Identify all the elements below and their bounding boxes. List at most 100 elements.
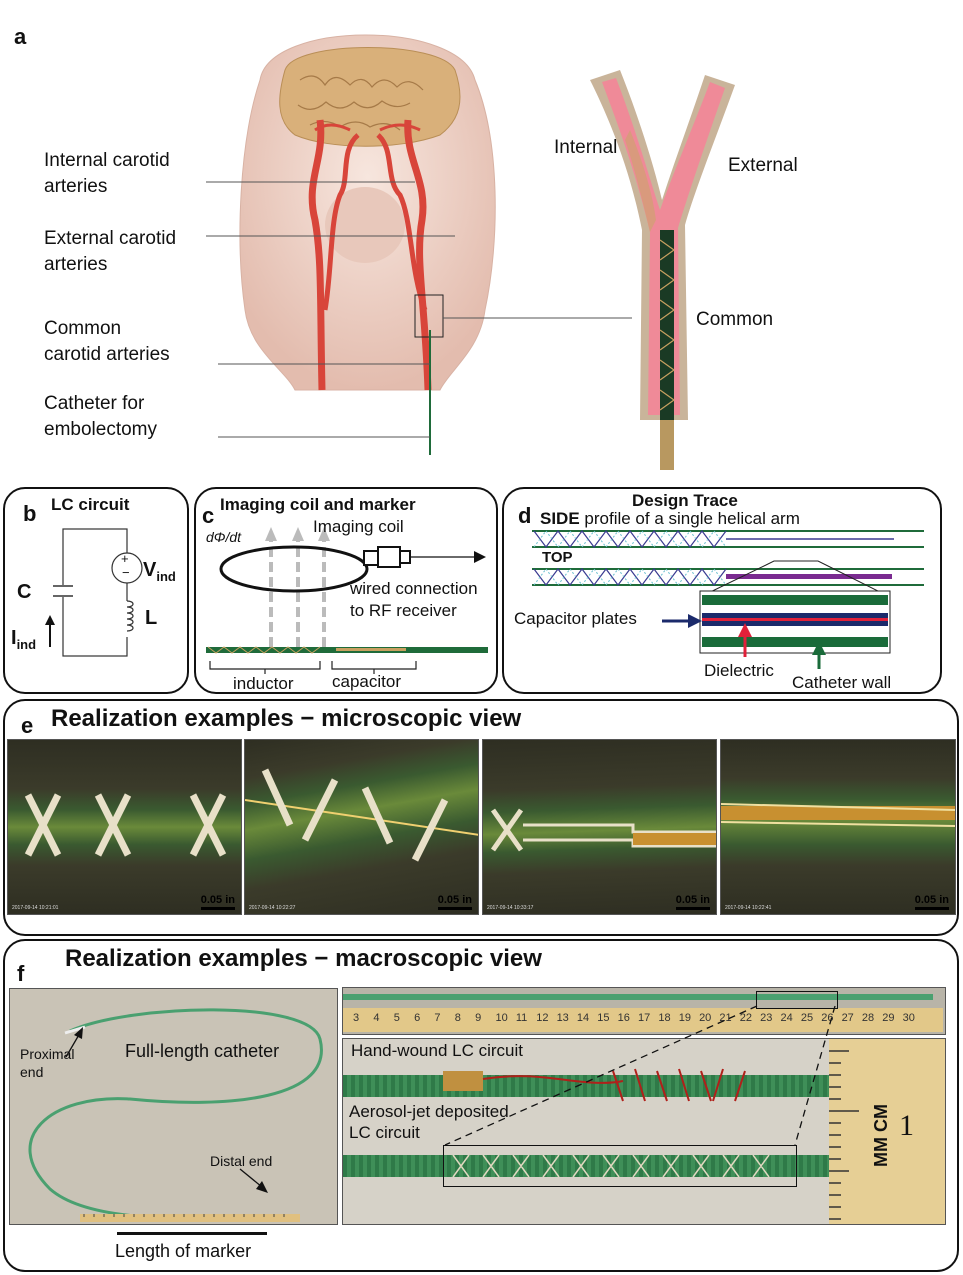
inset-label-internal: Internal — [554, 137, 618, 158]
panel-a-label: a — [14, 24, 27, 49]
ruler-catheter — [343, 994, 933, 1000]
capacitor-label: capacitor — [332, 672, 401, 691]
microscope-photo-2: 2017-09-14 10:22:27 0.05 in — [244, 739, 479, 915]
ruler-number: 13 — [556, 1012, 569, 1024]
full-length-catheter-label: Full-length catheter — [125, 1041, 280, 1061]
ruler-number: 29 — [882, 1012, 895, 1024]
i-symbol: I — [11, 627, 17, 649]
panel-d-title: Design Trace — [632, 491, 738, 510]
closeup-ruler-ticks — [829, 1050, 859, 1220]
ruler-number: 3 — [353, 1012, 360, 1024]
panel-f: f Realization examples − macroscopic vie… — [3, 939, 959, 1272]
ruler-number: 4 — [373, 1012, 380, 1024]
design-trace-diagram — [532, 530, 924, 669]
helix-photo-4 — [721, 803, 955, 827]
zoom-connector-lines — [444, 1005, 836, 1146]
v-subscript: ind — [156, 569, 176, 584]
inset-label-common: Common — [696, 309, 774, 330]
panel-c-label: c — [202, 503, 215, 528]
ruler-number: 19 — [678, 1012, 691, 1024]
closeup-ruler-number: 1 — [899, 1109, 914, 1142]
helix-photo-3 — [490, 808, 716, 852]
panel-b-title: LC circuit — [51, 495, 130, 514]
flux-label: dΦ/dt — [206, 529, 242, 545]
head-illustration — [239, 34, 496, 455]
ruler-number: 23 — [760, 1012, 773, 1024]
aerosol-label: Aerosol-jet deposited LC circuit — [349, 1102, 509, 1142]
panel-e: e Realization examples − microscopic vie… — [3, 699, 959, 936]
ruler-number: 5 — [393, 1012, 400, 1024]
i-subscript: ind — [16, 637, 37, 652]
v-symbol: V — [143, 559, 157, 581]
scale-bar-1-label: 0.05 in — [200, 894, 235, 906]
imaging-coil-diagram — [206, 527, 488, 674]
ruler-number: 11 — [515, 1012, 528, 1024]
ruler-number: 7 — [434, 1012, 441, 1024]
plus-sign: + — [121, 551, 129, 566]
microscope-photo-4: 2017-09-14 10:22:41 0.05 in — [720, 739, 956, 915]
panel-e-title: Realization examples − microscopic view — [51, 705, 522, 732]
side-label-bold: SIDE — [540, 509, 580, 528]
ruler-number: 10 — [495, 1012, 508, 1024]
microscope-photo-1: 2017-09-14 10:21:01 0.05 in — [7, 739, 242, 915]
scale-bar-3: 0.05 in — [676, 894, 710, 910]
panel-f-label: f — [17, 961, 25, 986]
closeup-ruler: 1 MM CM — [829, 1039, 945, 1224]
ruler-number: 24 — [780, 1012, 793, 1024]
minus-sign: − — [122, 565, 130, 580]
photo-2-timestamp: 2017-09-14 10:22:27 — [249, 905, 296, 911]
hand-wound-label: Hand-wound LC circuit — [351, 1041, 523, 1060]
carotid-bifurcation-inset — [590, 70, 735, 470]
ruler-number: 25 — [800, 1012, 814, 1024]
catheter-wall-label: Catheter wall — [792, 673, 892, 692]
panel-c: c Imaging coil and marker dΦ/dt Imaging … — [194, 487, 498, 694]
scale-bar-2: 0.05 in — [438, 894, 472, 910]
helix-photo-2 — [245, 768, 478, 862]
ruler-number: 22 — [739, 1012, 753, 1024]
panel-b: b LC circuit + − C L Vind Iind — [3, 487, 189, 694]
panel-e-label: e — [21, 713, 34, 738]
photo-4-timestamp: 2017-09-14 10:22:41 — [725, 905, 772, 911]
inductor-label: inductor — [233, 674, 294, 693]
ruler-number: 8 — [454, 1012, 461, 1024]
induced-current-label: Iind — [11, 627, 36, 652]
ruler-number: 16 — [617, 1012, 630, 1024]
wired-connection-label: wired connection to RF receiver — [350, 579, 478, 620]
ruler-number: 18 — [658, 1012, 671, 1024]
proximal-end-label: Proximal end — [20, 1046, 75, 1080]
side-label-rest: profile of a single helical arm — [579, 509, 800, 528]
scale-bar-4: 0.05 in — [915, 894, 949, 910]
closeup-photo: 1 MM CM Hand-wound LC circuit Aerosol-je… — [342, 1038, 946, 1225]
ruler-number: 28 — [861, 1012, 875, 1024]
microscope-photo-3: 2017-09-14 10:33:17 0.05 in — [482, 739, 717, 915]
scale-bar-4-label: 0.05 in — [914, 894, 949, 906]
scale-bar-2-label: 0.05 in — [437, 894, 472, 906]
induced-voltage-label: Vind — [143, 559, 176, 584]
ruler-number: 6 — [414, 1012, 421, 1024]
helix-photo-1 — [24, 793, 227, 857]
label-external-carotid: External carotid arteries — [44, 228, 177, 275]
panel-b-label: b — [23, 501, 37, 526]
dielectric-label: Dielectric — [704, 661, 774, 680]
marker-length-label: Length of marker — [115, 1241, 252, 1261]
ruler-strip — [343, 1008, 943, 1032]
capacitor-plates-label: Capacitor plates — [514, 609, 637, 628]
label-catheter-embolectomy: Catheter for embolectomy — [44, 393, 157, 440]
top-view-label: TOP — [542, 549, 573, 566]
ruler-number: 17 — [638, 1012, 651, 1024]
catheter-loop — [28, 1008, 323, 1222]
inset-label-external: External — [728, 155, 798, 176]
photo-3-timestamp: 2017-09-14 10:33:17 — [487, 905, 534, 911]
side-profile-label: SIDE profile of a single helical arm — [540, 509, 800, 529]
ruler-number: 20 — [699, 1012, 712, 1024]
ruler-number: 30 — [902, 1012, 915, 1024]
label-common-carotid: Common carotid arteries — [44, 318, 170, 365]
photo-1-timestamp: 2017-09-14 10:21:01 — [12, 905, 59, 911]
inductor-symbol-label: L — [145, 607, 158, 629]
label-internal-carotid: Internal carotid arteries — [44, 150, 170, 197]
ruler-number: 27 — [841, 1012, 854, 1024]
ruler-number: 9 — [475, 1012, 482, 1024]
marker-length-bar — [117, 1232, 267, 1235]
